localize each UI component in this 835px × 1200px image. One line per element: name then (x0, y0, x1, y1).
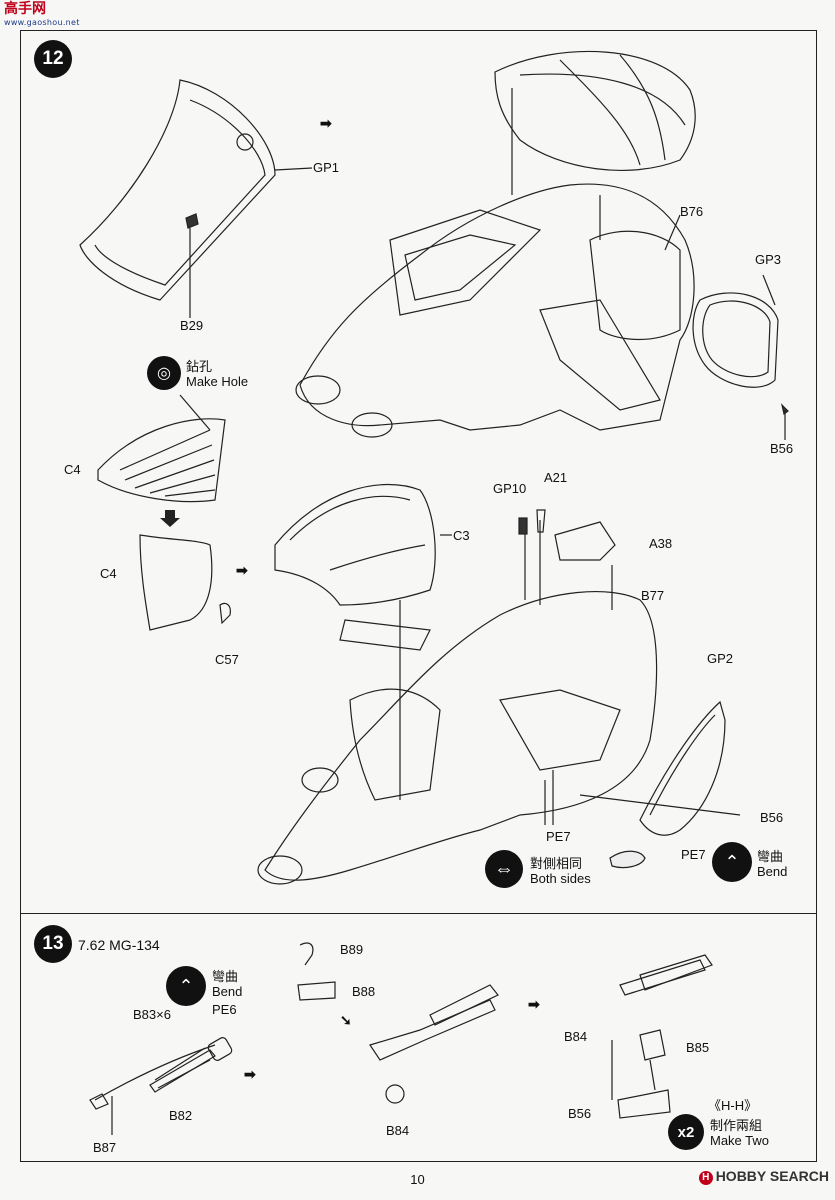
flow-arrow-1: ➡ (320, 115, 332, 131)
part-label-b56-top: B56 (770, 441, 794, 456)
part-label-b87: B87 (93, 1140, 117, 1155)
step-13-badge: 13 (34, 925, 72, 963)
a38-part (554, 521, 616, 561)
part-label-b84-right: B84 (564, 1029, 588, 1044)
part-label-gp10: GP10 (493, 481, 527, 496)
down-arrow-c4 (160, 510, 180, 527)
hobby-search-logo-icon: H (698, 1171, 713, 1185)
part-label-a38: A38 (649, 536, 673, 551)
watermark-text: HOBBY SEARCH (715, 1168, 829, 1184)
part-label-b76: B76 (680, 204, 704, 219)
part-label-b29: B29 (180, 318, 204, 333)
make-hole-zh: 鉆孔 (186, 359, 213, 374)
make-hole-en: Make Hole (186, 374, 249, 389)
part-label-b88: B88 (352, 984, 376, 999)
part-label-pe7-left: PE7 (546, 829, 571, 844)
bend-zh: 彎曲 (757, 849, 784, 864)
top-canopy (494, 50, 696, 172)
bend-icon-step13: ⌃ (166, 966, 206, 1006)
gp3-panel (692, 292, 779, 388)
part-label-pe6: PE6 (212, 1002, 237, 1017)
make-two-badge: x2 (668, 1114, 704, 1150)
step-divider (20, 913, 817, 914)
bend-en: Bend (757, 864, 788, 879)
part-label-b82: B82 (169, 1108, 193, 1123)
part-label-pe7-right: PE7 (681, 847, 706, 862)
c4-panel-top (97, 418, 226, 503)
part-label-b56-step13: B56 (568, 1106, 592, 1121)
site-logo[interactable]: 高手网 www.gaoshou.net (4, 2, 80, 30)
step-12-badge: 12 (34, 40, 72, 78)
gp2-panel (639, 700, 726, 836)
part-label-b84-mid: B84 (386, 1123, 410, 1138)
gun-assembly-final (619, 959, 706, 996)
instruction-frame (20, 30, 817, 1162)
page-number: 10 (410, 1172, 425, 1187)
c4-panel-bottom (139, 534, 213, 631)
both-sides-zh: 對側相同 (530, 856, 583, 871)
gun-barrel-b82 (149, 1049, 216, 1093)
part-label-b85: B85 (686, 1040, 710, 1055)
b83-rods (94, 1044, 216, 1101)
gp1-panel (79, 79, 276, 301)
part-label-gp1: GP1 (313, 160, 340, 175)
bend-en-step13: Bend (212, 984, 243, 999)
part-label-b77: B77 (641, 588, 665, 603)
make-two-zh: 制作兩組 (710, 1118, 763, 1133)
part-label-b83: B83×6 (133, 1007, 171, 1022)
c3-panel (274, 483, 436, 606)
b88-part (297, 981, 336, 1001)
bend-icon: ⌃ (712, 842, 752, 882)
pe7-part (609, 850, 646, 869)
make-two-en: Make Two (710, 1133, 770, 1148)
site-logo-url: www.gaoshou.net (4, 18, 80, 27)
flow-arrow-2: ➡ (236, 562, 248, 578)
flow-arrow-3: ➡ (244, 1066, 256, 1082)
part-label-b89: B89 (340, 942, 364, 957)
b89-part (299, 942, 314, 966)
part-label-b56-bottom: B56 (760, 810, 784, 825)
flow-arrow-4: ➘ (340, 1012, 352, 1028)
part-label-c57: C57 (215, 652, 239, 667)
part-label-c3: C3 (453, 528, 470, 543)
both-sides-en: Both sides (530, 871, 591, 886)
fuselage-lower (264, 590, 658, 881)
part-label-a21: A21 (544, 470, 568, 485)
both-sides-icon: ⇔ (485, 850, 523, 888)
part-label-c4-top: C4 (64, 462, 81, 477)
part-label-c4-bottom: C4 (100, 566, 117, 581)
site-logo-title: 高手网 (4, 1, 46, 17)
make-hole-icon: ◎ (147, 356, 181, 390)
step-13-title: 7.62 MG-134 (78, 937, 160, 953)
fuselage-step12 (299, 183, 695, 431)
bend-zh-step13: 彎曲 (212, 969, 239, 984)
part-label-gp3: GP3 (755, 252, 782, 267)
part-label-gp2: GP2 (707, 651, 734, 666)
make-two-variant: 《H-H》 (708, 1098, 758, 1113)
gun-assembly-mid (369, 999, 496, 1061)
flow-arrow-5: ➡ (528, 996, 540, 1012)
